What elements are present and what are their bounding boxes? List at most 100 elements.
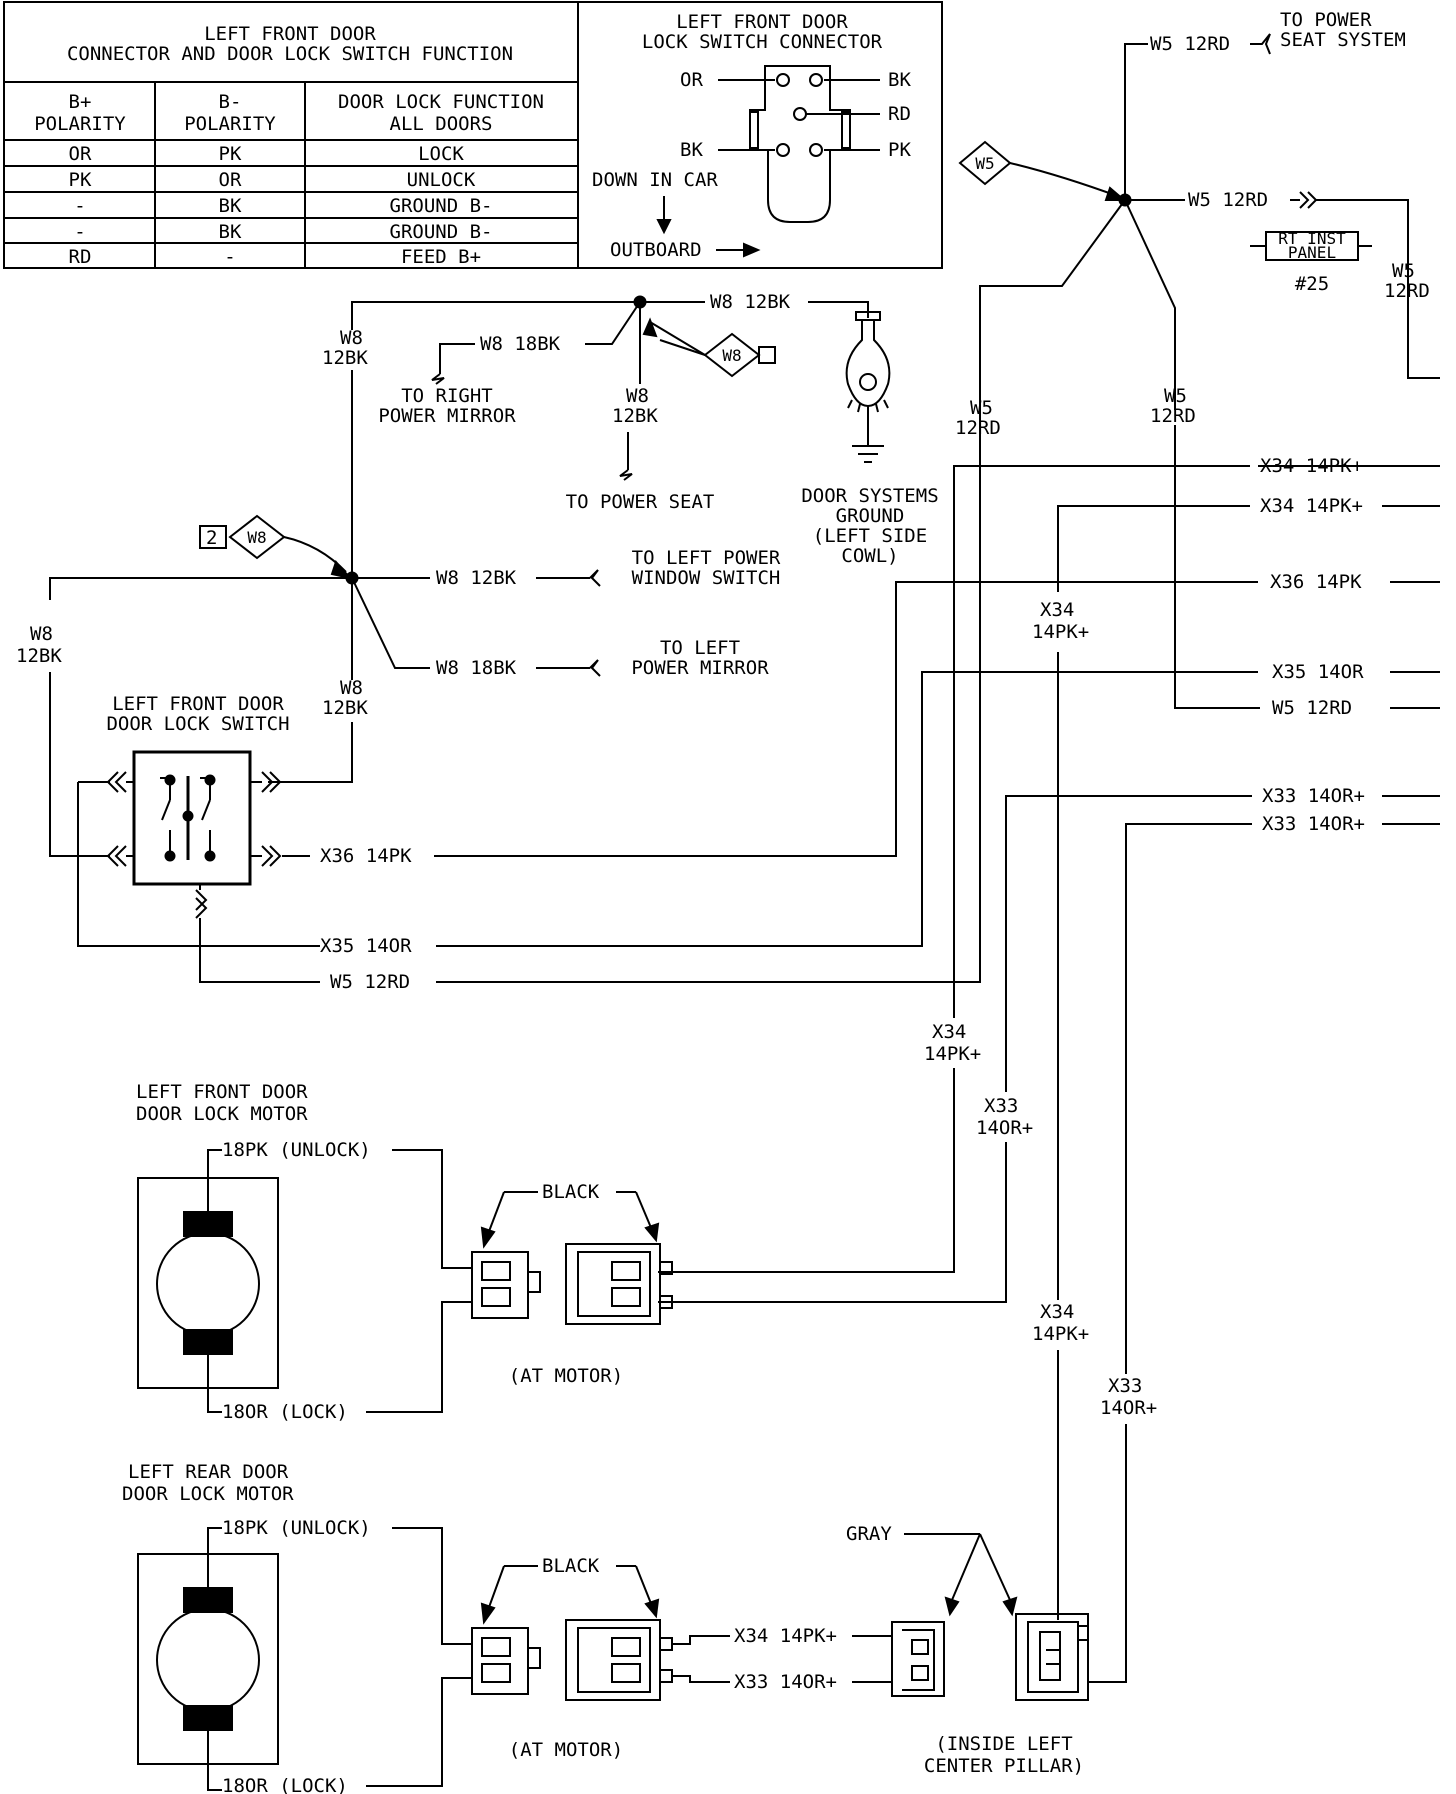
wire-label-x34-lower: X34 (932, 1021, 966, 1043)
lf-motor-label-2: DOOR LOCK MOTOR (136, 1103, 308, 1125)
table-cell: - (74, 195, 85, 217)
wire-label-14or-lower: 14OR+ (976, 1117, 1033, 1139)
to-left-mirror-1: TO LEFT (660, 637, 740, 659)
at-motor-lr: (AT MOTOR) (509, 1739, 623, 1761)
header-function-1: DOOR LOCK FUNCTION (338, 91, 544, 113)
header-bplus-2: POLARITY (34, 113, 126, 135)
table-cell: GROUND B- (390, 195, 493, 217)
table-cell: UNLOCK (407, 169, 476, 191)
wire-label-x34-14pk-r1: X34 14PK+ (1260, 455, 1363, 477)
lr-18pk-unlock: 18PK (UNLOCK) (222, 1517, 371, 1539)
wire-label-12bk-d: 12BK (322, 697, 368, 719)
gray-label: GRAY (846, 1523, 892, 1545)
w5-diamond-label: W5 (975, 154, 994, 173)
outboard-label: OUTBOARD (610, 239, 702, 261)
lock-switch-connector-panel: LEFT FRONT DOOR LOCK SWITCH CONNECTOR OR… (577, 1, 943, 269)
switch-label-1: LEFT FRONT DOOR (112, 693, 284, 715)
wire-label-12rd-a: 12RD (955, 417, 1001, 439)
function-table: LEFT FRONT DOOR CONNECTOR AND DOOR LOCK … (3, 1, 579, 269)
pin-label-pk: PK (888, 139, 911, 161)
down-in-car-label: DOWN IN CAR (592, 169, 718, 191)
wire-label-x34-14pk-rear: X34 14PK+ (734, 1625, 837, 1647)
ground-label-1: DOOR SYSTEMS (801, 485, 938, 507)
black-label-lf: BLACK (542, 1181, 600, 1203)
wire-label-w8-12bk-top: W8 12BK (710, 291, 791, 313)
wire-label-14pk-pillar: 14PK+ (1032, 1323, 1089, 1345)
w8-left-splice-group: 2 W8 W8 12BK TO LEFT POWER WINDOW SWITCH… (16, 514, 781, 857)
wire-label-w8-b: W8 (626, 385, 649, 407)
wire-label-w5-12rd-right: W5 12RD (1188, 189, 1268, 211)
left-rear-door-lock-motor: LEFT REAR DOOR DOOR LOCK MOTOR 18PK (UNL… (122, 1461, 892, 1794)
wire-label-x36-14pk-switch: X36 14PK (320, 845, 412, 867)
lf-18or-lock: 18OR (LOCK) (222, 1401, 348, 1423)
w8-diamond-label: W8 (722, 346, 741, 365)
wire-label-14pk-lower: 14PK+ (924, 1043, 981, 1065)
table-cell: PK (69, 169, 92, 191)
wire-label-x35-14or-right: X35 14OR (1272, 661, 1364, 683)
wire-label-w8-18bk-mirror: W8 18BK (436, 657, 517, 679)
wire-label-12bk-a: 12BK (322, 347, 368, 369)
wire-label-14or-pillar: 14OR+ (1100, 1397, 1157, 1419)
ground-label-4: COWL) (841, 545, 898, 567)
wire-label-w5-12rd-switch: W5 12RD (330, 971, 410, 993)
lf-18pk-unlock: 18PK (UNLOCK) (222, 1139, 371, 1161)
rt-inst-number: #25 (1295, 273, 1329, 295)
connector-title-2: LOCK SWITCH CONNECTOR (642, 31, 883, 53)
wire-label-14pk-v: 14PK+ (1032, 621, 1089, 643)
to-right-mirror-2: POWER MIRROR (378, 405, 516, 427)
w8-ground-group: W8 12BK W8 12BK DOOR SYSTEMS GROUND (LEF… (322, 291, 939, 578)
wire-label-w5-12rd-mid: W5 12RD (1272, 697, 1352, 719)
center-pillar-connectors: GRAY (INSIDE LEFT CENTER PILLAR) (846, 1523, 1089, 1777)
wire-label-x33-14or-r2: X33 14OR+ (1262, 813, 1365, 835)
wire-label-x33-14or-rear: X33 14OR+ (734, 1671, 837, 1693)
header-bplus-1: B+ (69, 91, 92, 113)
table-cell: - (74, 221, 85, 243)
table-cell: BK (219, 221, 242, 243)
table-cell: OR (69, 143, 92, 165)
table-cell: OR (219, 169, 242, 191)
to-right-mirror-1: TO RIGHT (401, 385, 493, 407)
table-cell: PK (219, 143, 242, 165)
ground-eyelet-icon (845, 320, 891, 408)
left-front-door-lock-motor: LEFT FRONT DOOR DOOR LOCK MOTOR 18PK (UN… (136, 1081, 673, 1423)
w5-splice-group: W5 12RD TO POWER SEAT SYSTEM W5 W5 12RD … (955, 9, 1440, 719)
to-power-seat-system-2: SEAT SYSTEM (1280, 29, 1406, 51)
wire-label-w5-12rd-top: W5 12RD (1150, 33, 1230, 55)
table-cell: GROUND B- (390, 221, 493, 243)
table-cell: BK (219, 195, 242, 217)
wire-label-12rd-b: 12RD (1150, 405, 1196, 427)
table-title-2: CONNECTOR AND DOOR LOCK SWITCH FUNCTION (67, 43, 513, 65)
wire-label-w8-a: W8 (340, 327, 363, 349)
to-power-seat-system-1: TO POWER (1280, 9, 1372, 31)
wire-label-w5-v: W5 (1392, 260, 1415, 282)
right-harness-group: X34 14PK+ X34 14PK+ X34 14PK+ X33 14OR+ … (658, 455, 1440, 1683)
pin-label-bk: BK (680, 139, 703, 161)
connector-shape (749, 65, 851, 223)
wire-label-w8-12bk-window: W8 12BK (436, 567, 517, 589)
to-power-seat-label: TO POWER SEAT (566, 491, 715, 513)
connector-title-1: LEFT FRONT DOOR (676, 11, 848, 33)
wire-label-12rd-v: 12RD (1384, 280, 1430, 302)
lr-18or-lock: 18OR (LOCK) (222, 1775, 348, 1794)
to-left-window-2: WINDOW SWITCH (632, 567, 781, 589)
motor-icon (156, 1232, 260, 1336)
wire-label-w5-b: W5 (1164, 385, 1187, 407)
header-bminus-2: POLARITY (184, 113, 276, 135)
lr-motor-label-2: DOOR LOCK MOTOR (122, 1483, 294, 1505)
wire-label-12bk-c: 12BK (16, 645, 62, 667)
wire-label-x34-v: X34 (1040, 599, 1074, 621)
rt-inst-label-2: PANEL (1288, 243, 1336, 262)
lf-motor-label-1: LEFT FRONT DOOR (136, 1081, 308, 1103)
pillar-label-1: (INSIDE LEFT (935, 1733, 1072, 1755)
rt-inst-label-1: RT INST (1278, 229, 1346, 248)
pillar-label-2: CENTER PILLAR) (924, 1755, 1084, 1777)
header-function-2: ALL DOORS (390, 113, 493, 135)
wire-label-x35-14or-switch: X35 14OR (320, 935, 412, 957)
wire-label-w5-a: W5 (970, 397, 993, 419)
table-title-1: LEFT FRONT DOOR (204, 23, 376, 45)
wire-label-w8-18bk-a: W8 18BK (480, 333, 561, 355)
wire-label-x33-14or-r1: X33 14OR+ (1262, 785, 1365, 807)
header-bminus-1: B- (219, 91, 242, 113)
pin-label-rd: RD (888, 103, 911, 125)
